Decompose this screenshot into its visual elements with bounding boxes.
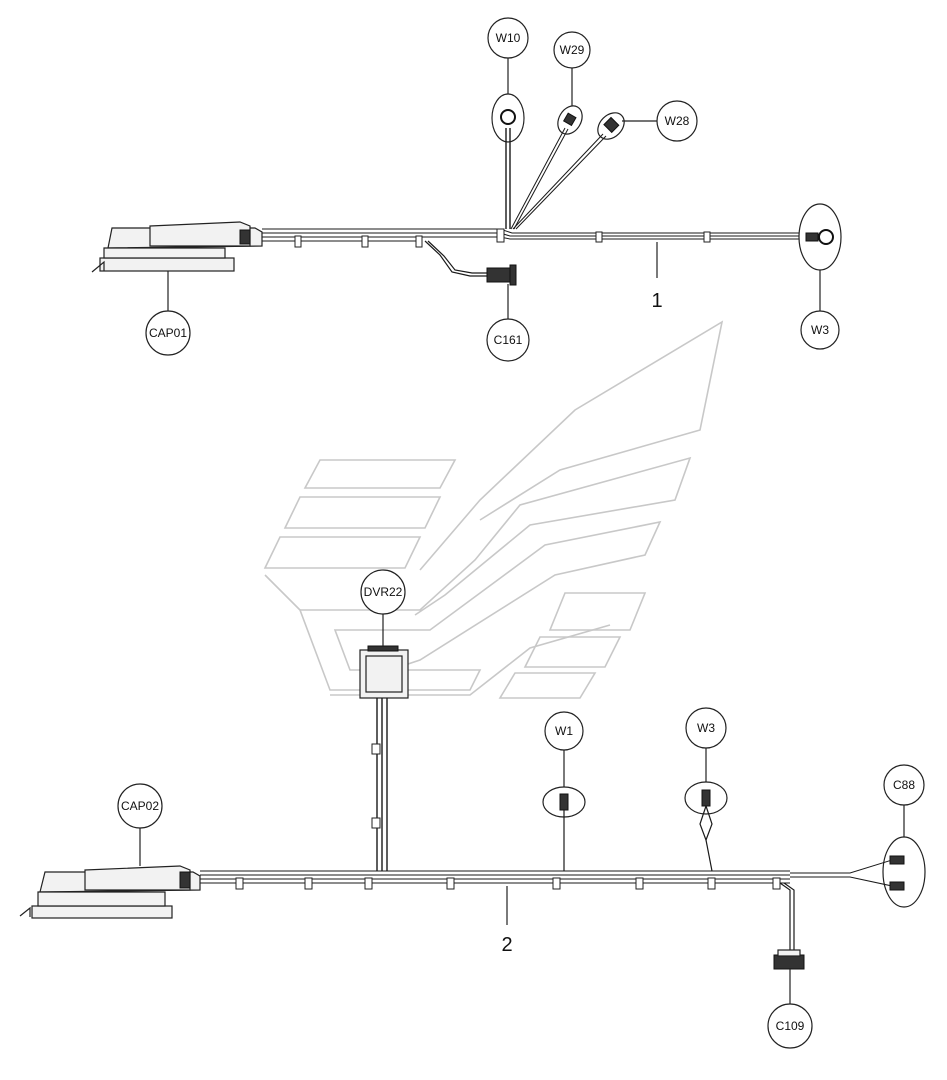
- watermark-logo: [263, 320, 724, 699]
- w1-terminal: [542, 786, 586, 871]
- label-w29: W29: [560, 43, 585, 57]
- label-w1: W1: [555, 724, 573, 738]
- label-c109: C109: [776, 1019, 805, 1033]
- c161-branch: [424, 240, 517, 286]
- harness-2-trunk: [200, 870, 790, 890]
- callout-w29: W29: [553, 31, 591, 69]
- callout-cap01: CAP01: [145, 310, 191, 356]
- label-c161: C161: [494, 333, 523, 347]
- item-number-1: 1: [651, 290, 662, 312]
- c109-connector: [773, 882, 805, 970]
- label-cap01: CAP01: [149, 326, 187, 340]
- w28-terminal: [512, 112, 625, 230]
- c88-connector: [790, 836, 926, 908]
- callout-w10: W10: [487, 17, 529, 59]
- label-w3-top: W3: [811, 323, 829, 337]
- callout-c161: C161: [486, 318, 530, 362]
- cap01-connector: [91, 221, 263, 273]
- cap02-connector: [19, 865, 201, 919]
- callout-c88: C88: [883, 764, 925, 806]
- label-cap02: CAP02: [121, 799, 159, 813]
- harness-2: [19, 645, 926, 970]
- item-number-2: 2: [501, 934, 512, 956]
- w29-terminal: [510, 105, 583, 230]
- callout-w3-top: W3: [800, 310, 840, 350]
- w10-terminal: [491, 93, 525, 229]
- dvr22-connector: [359, 645, 409, 871]
- label-w28: W28: [665, 114, 690, 128]
- label-c88: C88: [893, 778, 915, 792]
- label-dvr22: DVR22: [364, 585, 403, 599]
- label-w10: W10: [496, 31, 521, 45]
- label-w3-bottom: W3: [697, 721, 715, 735]
- callout-w28: W28: [656, 100, 698, 142]
- leader-lines: [139, 58, 905, 1004]
- callout-w1: W1: [544, 711, 584, 751]
- harness-1: [91, 93, 842, 286]
- harness-1-trunk: [262, 228, 810, 248]
- callout-cap02: CAP02: [117, 783, 163, 829]
- callout-dvr22: DVR22: [360, 569, 406, 615]
- w3-bottom-terminal: [684, 781, 728, 872]
- callout-w3-bottom: W3: [685, 707, 727, 749]
- w3-top-terminal: [798, 203, 842, 271]
- callout-c109: C109: [767, 1003, 813, 1049]
